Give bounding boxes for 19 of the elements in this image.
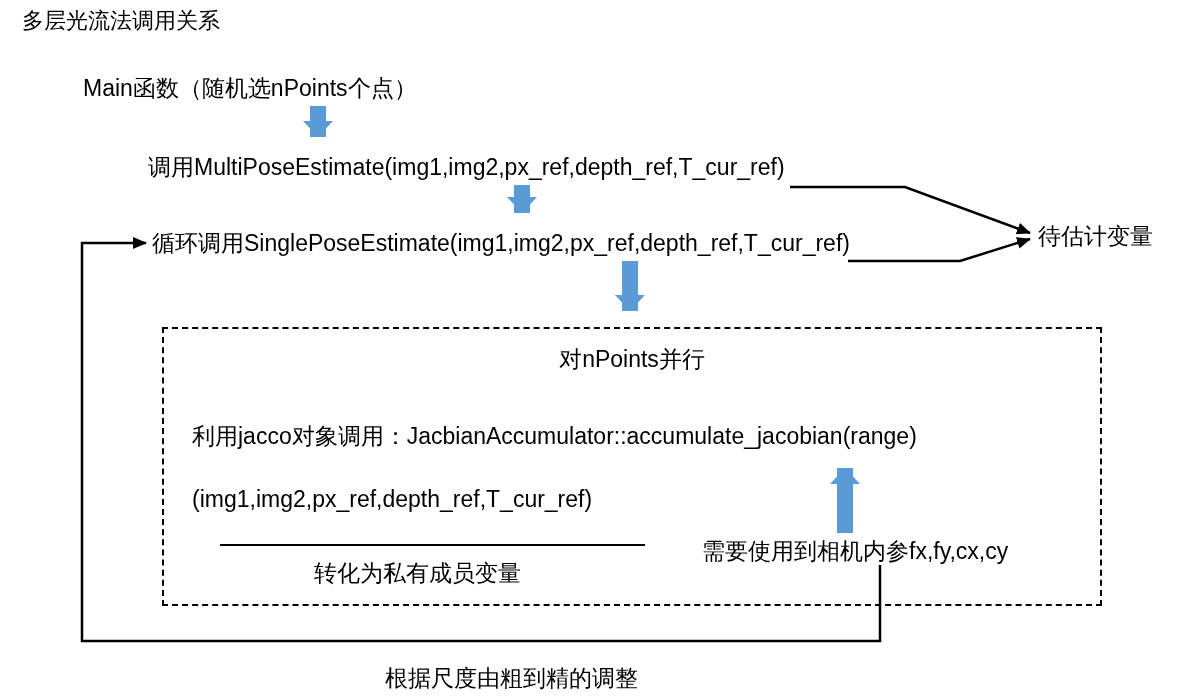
arrow	[790, 185, 1031, 235]
edge-label: 根据尺度由粗到精的调整	[385, 664, 638, 692]
diagram-title: 多层光流法调用关系	[22, 7, 220, 35]
node-text: 转化为私有成员变量	[314, 559, 521, 587]
arrow	[848, 237, 1031, 263]
block-arrow	[303, 106, 333, 137]
node-text: 需要使用到相机内参fx,fy,cx,cy	[702, 537, 1009, 565]
block-arrow	[615, 261, 645, 311]
group-heading: 对nPoints并行	[558, 345, 706, 373]
dashed-group-box	[162, 327, 1102, 606]
node-text: 调用MultiPoseEstimate(img1,img2,px_ref,depth_ref,T_cur_ref)	[148, 153, 785, 181]
block-arrow	[507, 185, 537, 213]
block-arrow	[830, 468, 860, 533]
node-text: 利用jacco对象调用：JacbianAccumulator::accumulate_jacobian(range)	[192, 422, 917, 450]
node-text: (img1,img2,px_ref,depth_ref,T_cur_ref)	[192, 485, 593, 513]
node-text: Main函数（随机选nPoints个点）	[83, 74, 417, 102]
node-text: 待估计变量	[1038, 222, 1153, 250]
node-text: 循环调用SinglePoseEstimate(img1,img2,px_ref,depth_ref,T_cur_ref)	[152, 229, 850, 257]
arrow	[80, 237, 882, 643]
